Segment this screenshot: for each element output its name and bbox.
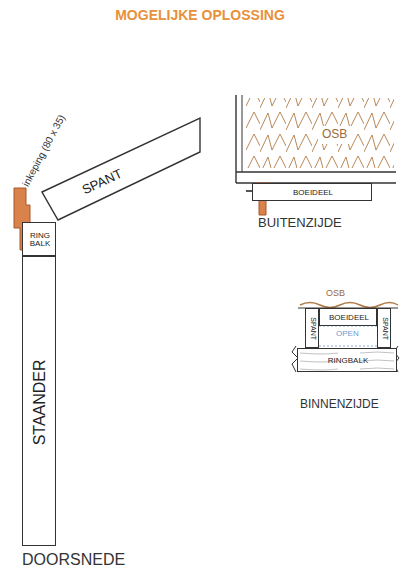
rafter: SPANT bbox=[305, 308, 319, 348]
dimension-note: inkeping (80 x 35) bbox=[20, 113, 67, 188]
wood-grain bbox=[300, 352, 394, 354]
side-label: BUITENZIJDE bbox=[258, 216, 342, 230]
osb-board bbox=[300, 303, 398, 308]
view-caption: DOORSNEDE bbox=[22, 551, 125, 569]
frame-line bbox=[242, 95, 243, 172]
fascia-board: BOEIDEEL bbox=[319, 308, 377, 326]
frame-line bbox=[236, 171, 396, 172]
rafter: SPANT bbox=[377, 308, 391, 348]
post: STAANDER bbox=[22, 256, 56, 546]
open-gap bbox=[319, 346, 377, 347]
gap-label: OPEN bbox=[336, 330, 359, 339]
fascia-board: BOEIDEEL bbox=[252, 183, 372, 201]
osb-panel bbox=[246, 98, 394, 168]
part-name: RINGBALK bbox=[328, 357, 368, 365]
title: MOGELIJKE OPLOSSING bbox=[0, 8, 400, 23]
part-name: BOEIDEEL bbox=[293, 189, 333, 197]
part-name: SPANT bbox=[309, 318, 316, 341]
part-name: RING BALK bbox=[26, 232, 54, 249]
wood-grain bbox=[300, 368, 394, 370]
ring-beam: RING BALK bbox=[22, 222, 56, 256]
frame-line bbox=[235, 95, 236, 183]
part-name: STAANDER bbox=[32, 359, 49, 445]
side-label: BINNENZIJDE bbox=[300, 398, 379, 411]
rafter-outline bbox=[42, 118, 200, 220]
material-label: OSB bbox=[322, 128, 347, 141]
part-name: SPANT bbox=[381, 318, 388, 341]
ring-beam: RINGBALK bbox=[297, 348, 397, 372]
part-name: BOEIDEEL bbox=[329, 314, 369, 322]
material-label: OSB bbox=[326, 289, 345, 299]
label-ground bbox=[318, 126, 352, 144]
